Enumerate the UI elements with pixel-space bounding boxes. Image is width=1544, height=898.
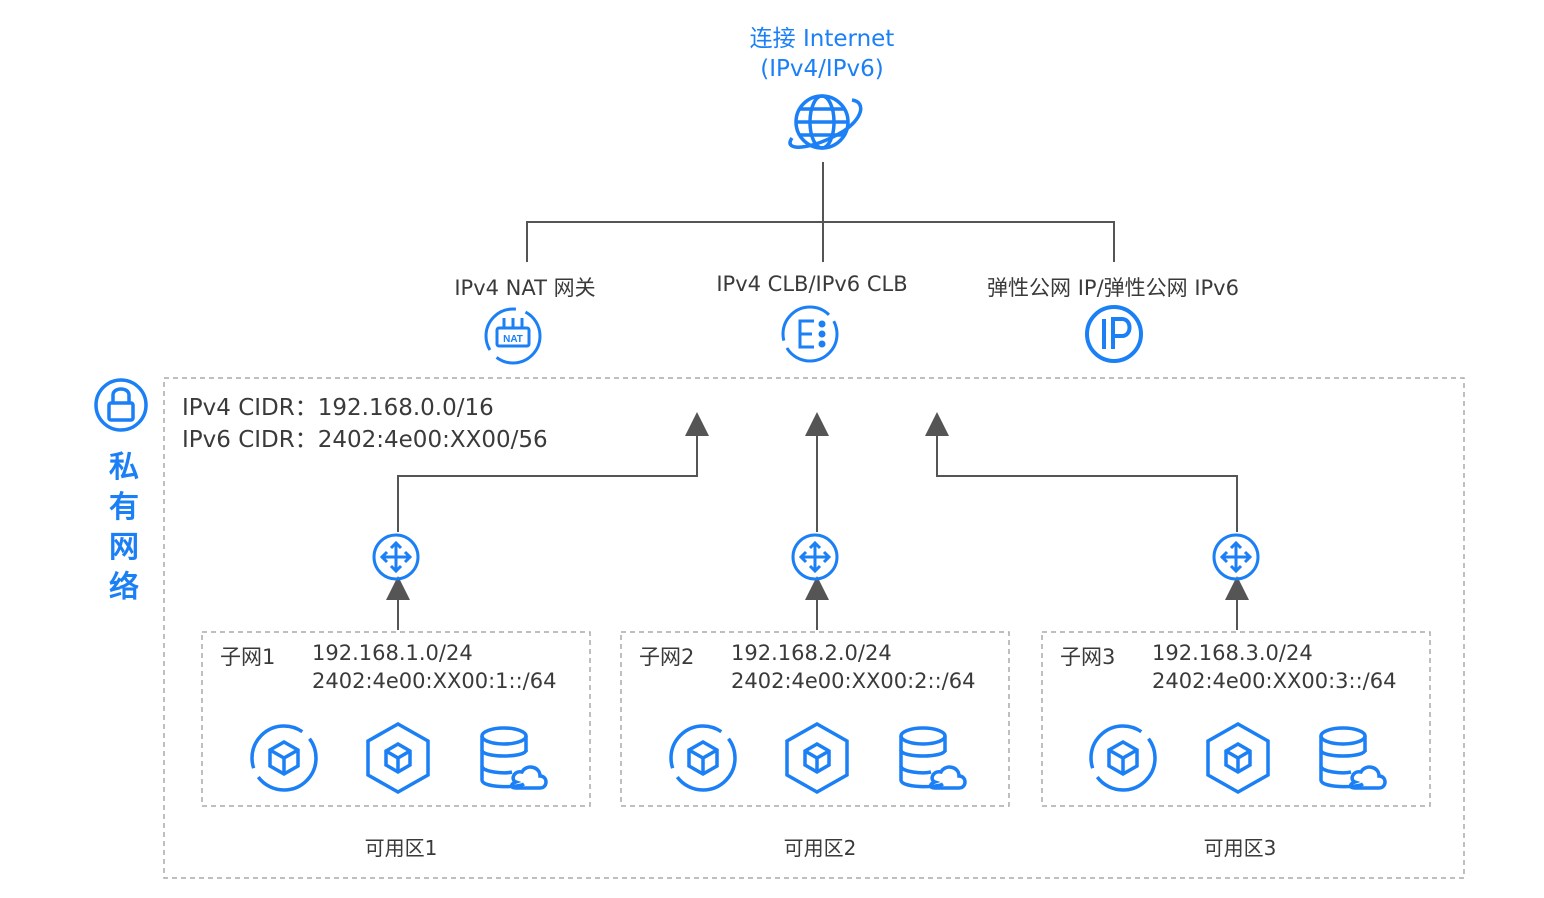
zone-label: 可用区3: [1203, 836, 1277, 860]
subnet-3-resources: [1089, 721, 1387, 795]
cvm-icon: [669, 724, 737, 792]
router-icon: [372, 533, 420, 581]
cloud-database-icon: [480, 726, 548, 790]
container-icon: [1206, 721, 1270, 795]
subnet-name: 子网1: [220, 645, 276, 669]
route-arrows: [386, 412, 1249, 630]
globe-icon: [788, 94, 863, 150]
internet-label: 连接 Internet (IPv4/IPv6): [700, 24, 944, 84]
subnet-ipv4: 192.168.1.0/24: [312, 641, 473, 665]
service-label-eip: 弹性公网 IP/弹性公网 IPv6: [987, 276, 1239, 300]
cloud-database-icon: [1319, 726, 1387, 790]
ipv4-cidr: IPv4 CIDR：192.168.0.0/16: [182, 395, 494, 421]
subnet-name: 子网3: [1060, 645, 1116, 669]
cvm-icon: [1089, 724, 1157, 792]
svg-text:NAT: NAT: [503, 334, 523, 345]
internet-subtitle: (IPv4/IPv6): [760, 56, 884, 82]
lock-icon: [94, 378, 148, 432]
container-icon: [366, 721, 430, 795]
router-icon: [1212, 533, 1260, 581]
subnet-box-3: [1041, 631, 1431, 807]
subnet-name: 子网2: [639, 645, 695, 669]
subnet-1-resources: [250, 721, 548, 795]
subnet-ipv6: 2402:4e00:XX00:1::/64: [312, 669, 557, 693]
subnet-ipv4: 192.168.3.0/24: [1152, 641, 1313, 665]
elastic-ip-icon: [1085, 305, 1143, 363]
ipv6-cidr: IPv6 CIDR：2402:4e00:XX00/56: [182, 427, 548, 453]
zone-label: 可用区2: [783, 836, 857, 860]
subnet-ipv6: 2402:4e00:XX00:3::/64: [1152, 669, 1397, 693]
service-label-clb: IPv4 CLB/IPv6 CLB: [716, 272, 908, 296]
vpc-boundary: [163, 377, 1465, 879]
nat-gateway-icon: NAT: [484, 307, 542, 365]
load-balancer-icon: [781, 305, 839, 363]
zone-label: 可用区1: [364, 836, 438, 860]
service-label-nat: IPv4 NAT 网关: [454, 276, 596, 300]
subnet-box-2: [620, 631, 1010, 807]
internet-title: 连接 Internet: [749, 26, 895, 52]
cvm-icon: [250, 724, 318, 792]
subnet-2-resources: [669, 721, 967, 795]
subnet-box-1: [201, 631, 591, 807]
subnet-ipv4: 192.168.2.0/24: [731, 641, 892, 665]
subnet-ipv6: 2402:4e00:XX00:2::/64: [731, 669, 976, 693]
vpc-label: 私有网络: [109, 450, 139, 605]
cloud-database-icon: [899, 726, 967, 790]
router-icon: [791, 533, 839, 581]
internet-connector-lines: [526, 162, 1115, 262]
container-icon: [785, 721, 849, 795]
